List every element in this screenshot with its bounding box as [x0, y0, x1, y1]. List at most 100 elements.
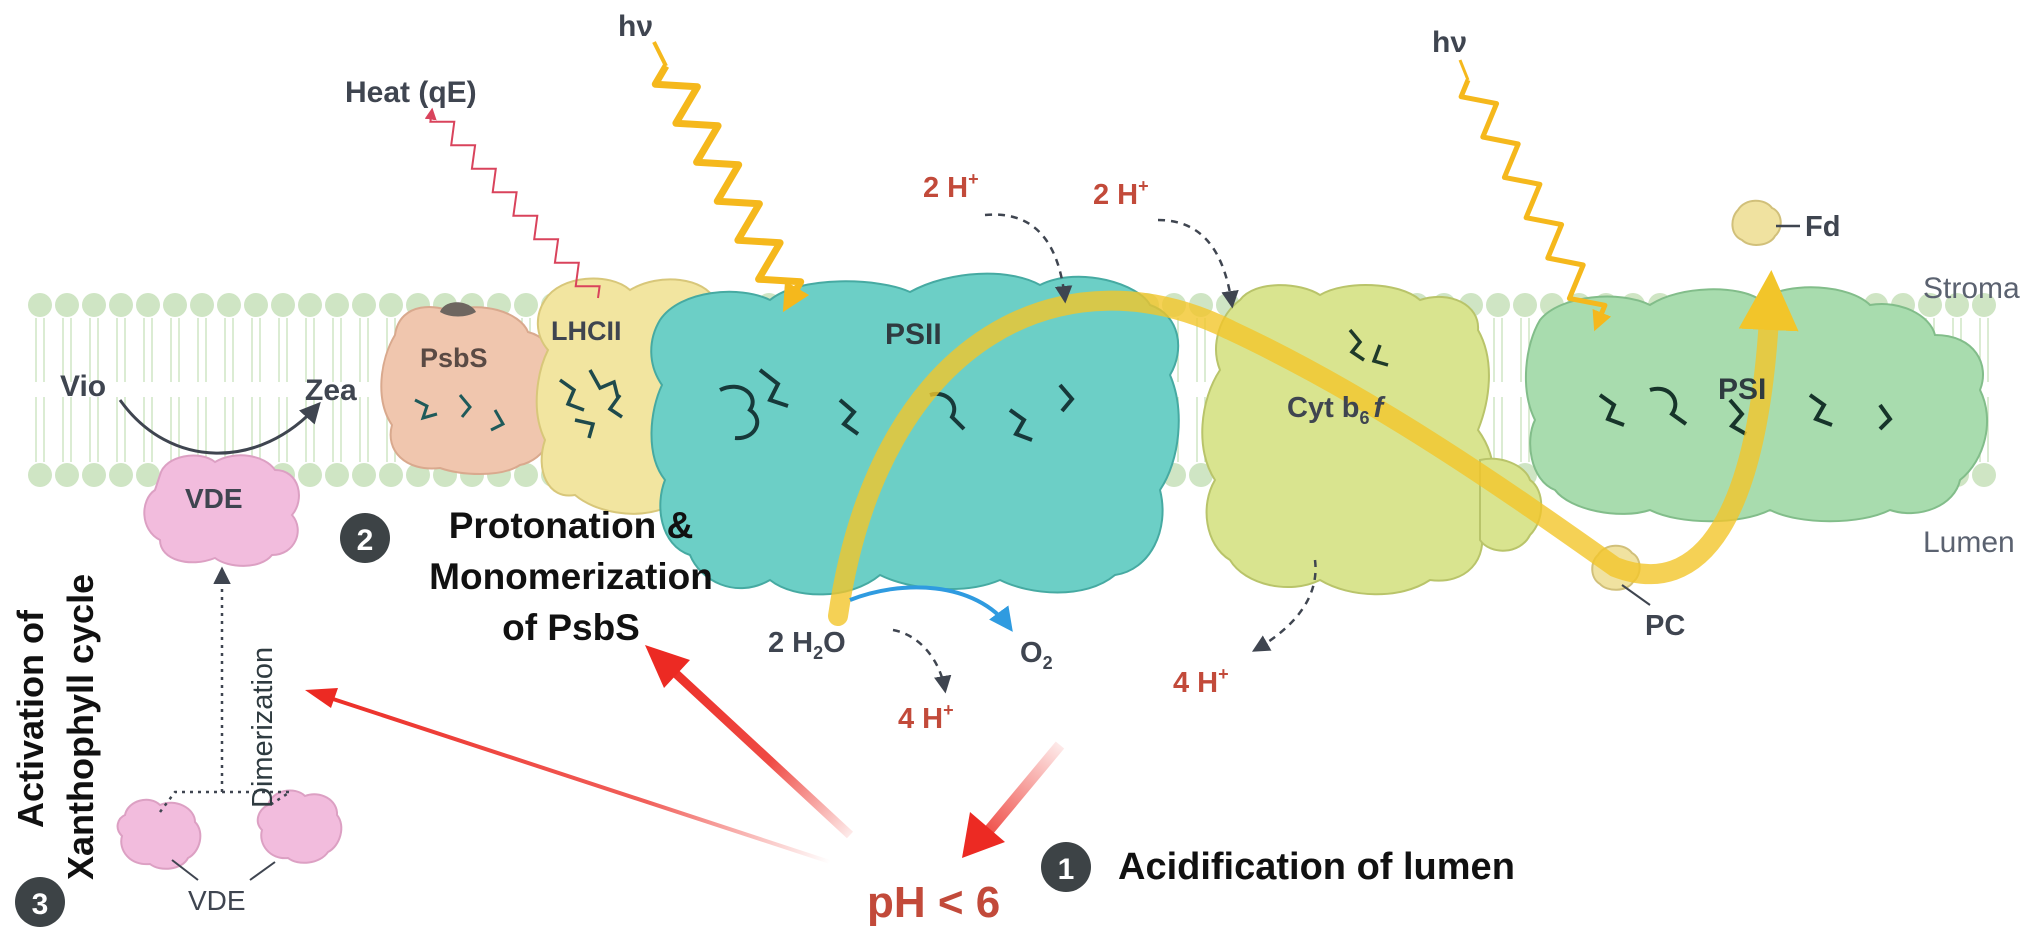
water-suffix: O: [823, 627, 846, 659]
lipid-head: [55, 463, 79, 487]
lipid-head: [82, 293, 106, 317]
protons-psii-lumen-text: 4 H: [898, 703, 943, 735]
step-2-badge: [340, 513, 390, 563]
water-label: 2 H2O: [768, 627, 846, 663]
cyt-main: Cyt b: [1287, 392, 1360, 424]
protons-psii-stroma-text: 2 H: [923, 172, 968, 204]
protons-psii-stroma-label: 2 H+: [923, 169, 979, 204]
stroma-label: Stroma: [1923, 272, 2020, 305]
hv-left-label: hν: [618, 10, 653, 43]
light-wave-right: [1458, 59, 1470, 81]
lipid-head: [379, 293, 403, 317]
lumen-label: Lumen: [1923, 526, 2015, 559]
lipid-head: [1918, 293, 1942, 317]
fd-label: Fd: [1805, 211, 1840, 243]
ph-to-psbs-arrow: [668, 666, 854, 839]
lipid-head: [1189, 463, 1213, 487]
protons-psii-lumen-label: 4 H+: [898, 700, 954, 735]
step-1-label: Acidification of lumen: [1118, 846, 1515, 888]
step-3-line-1: Activation of: [10, 609, 51, 828]
lipid-head: [379, 463, 403, 487]
step-1: 1 Acidification of lumen: [1041, 842, 1515, 892]
vde-top-label: VDE: [185, 483, 243, 514]
lipid-head: [325, 463, 349, 487]
lipid-head: [190, 293, 214, 317]
step-2-line-3: of PsbS: [502, 607, 640, 648]
psi-label: PSI: [1718, 373, 1766, 406]
protons-psii-stroma-plus: +: [968, 169, 979, 189]
lipid-head: [217, 293, 241, 317]
step-3-number: 3: [32, 888, 49, 921]
o2-subscript: 2: [1043, 653, 1053, 673]
lipid-head: [163, 293, 187, 317]
psbs-complex: [380, 302, 559, 475]
o2-main: O: [1020, 637, 1043, 669]
ph-to-xanthophyll-arrow: [329, 696, 831, 864]
vio-label: Vio: [60, 370, 106, 403]
lipid-head: [298, 463, 322, 487]
ph-arrows: [305, 645, 1065, 864]
zea-label: Zea: [305, 374, 357, 407]
light-wave-left-zigzag: [651, 64, 810, 313]
heat-wave: [424, 107, 601, 299]
proton-arrow-psii-lumen: [892, 628, 952, 694]
proton-arrow-cyt-lumen: [1251, 559, 1317, 652]
step-3: 3 Activation of Xanthophyll cycle: [10, 574, 101, 927]
step-3-line-2: Xanthophyll cycle: [60, 574, 101, 880]
lipid-head: [136, 463, 160, 487]
step-2-line-1: Protonation &: [449, 505, 694, 546]
lipid-head: [352, 293, 376, 317]
lipid-head: [28, 463, 52, 487]
lipid-head: [1972, 293, 1996, 317]
vde-monomer-right: [256, 789, 343, 864]
lipid-head: [352, 463, 376, 487]
lipid-head: [514, 463, 538, 487]
lipid-head: [514, 293, 538, 317]
protons-cyt-lumen-plus: +: [1218, 664, 1229, 684]
step-1-badge: [1041, 842, 1091, 892]
psii-label: PSII: [885, 318, 942, 351]
lipid-head: [271, 293, 295, 317]
water-subscript: 2: [813, 643, 823, 663]
dimerization-path: [159, 570, 295, 813]
proton-arrow-cyt-stroma: [1157, 218, 1239, 309]
water-prefix: 2 H: [768, 627, 813, 659]
proton-arrow-psii-stroma: [984, 213, 1073, 304]
vde-monomer-left: [116, 798, 202, 870]
lipid-head: [1486, 293, 1510, 317]
step-2-number: 2: [357, 524, 374, 557]
protons-psii-lumen-plus: +: [943, 700, 954, 720]
protons-cyt-stroma-plus: +: [1138, 176, 1149, 196]
light-wave-right-zigzag: [1458, 79, 1612, 332]
lipid-head: [1972, 463, 1996, 487]
lipid-head: [325, 293, 349, 317]
ph-label: pH < 6: [867, 878, 1000, 927]
lipid-head: [109, 293, 133, 317]
lipid-head: [244, 293, 268, 317]
step-2-line-2: Monomerization: [429, 556, 713, 597]
psbs-label: PsbS: [420, 343, 488, 373]
pc-pointer: [1621, 584, 1651, 606]
lipid-head: [109, 463, 133, 487]
pc-label: PC: [1645, 610, 1685, 642]
lipid-head: [298, 293, 322, 317]
o2-label: O2: [1020, 637, 1053, 673]
protons-cyt-stroma-label: 2 H+: [1093, 176, 1149, 211]
heat-label: Heat (qE): [345, 76, 477, 109]
hv-right-label: hν: [1432, 26, 1467, 59]
psii-complex: [650, 272, 1180, 596]
protons-cyt-stroma-text: 2 H: [1093, 179, 1138, 211]
vde-active: [143, 454, 300, 567]
fd-protein: [1731, 199, 1782, 246]
step-1-number: 1: [1058, 853, 1075, 886]
lipid-head: [28, 293, 52, 317]
vio-zea-arrow: [118, 399, 321, 455]
lipid-head: [55, 293, 79, 317]
lipid-head: [82, 463, 106, 487]
step-3-badge: [15, 877, 65, 927]
cyt-subscript: 6: [1360, 408, 1370, 428]
lipid-head: [1513, 293, 1537, 317]
lipid-head: [136, 293, 160, 317]
lipid-head: [1945, 293, 1969, 317]
